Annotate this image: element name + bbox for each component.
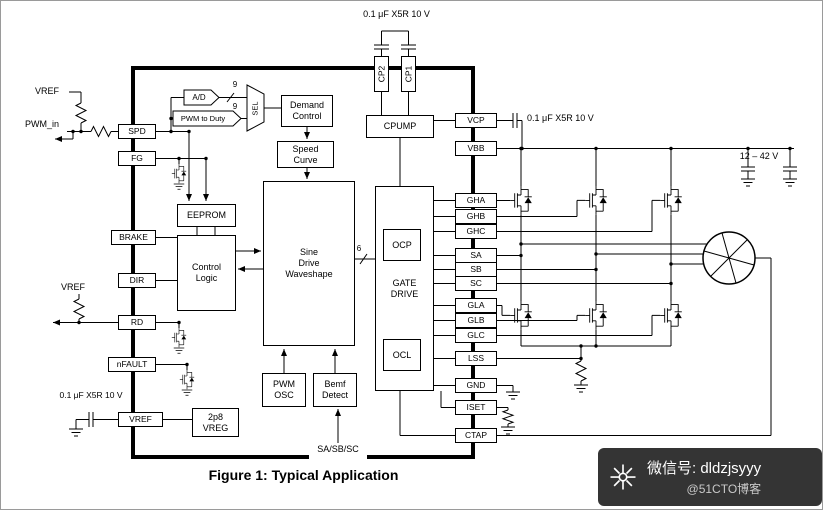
block-ocl: OCL (383, 339, 421, 371)
pin-spd: SPD (118, 124, 156, 139)
pin-gnd: GND (455, 378, 497, 393)
power-stage-wires (497, 113, 797, 436)
motor-symbol (702, 231, 756, 285)
watermark: 微信号: dldzjsyyy @51CTO博客 (598, 448, 822, 506)
nfault-output-fet (179, 369, 195, 390)
watermark-line1: 微信号: dldzjsyyy (647, 460, 762, 477)
top-cap-wires (374, 30, 416, 56)
block-vreg: 2p8 VREG (192, 408, 239, 437)
pin-sa: SA (455, 248, 497, 263)
pwm-to-duty-flag-shape (172, 110, 242, 127)
block-pwm-osc: PWM OSC (262, 373, 306, 407)
mosfet-low-c (659, 300, 683, 331)
pin-lss: LSS (455, 351, 497, 366)
watermark-text: 微信号: dldzjsyyy @51CTO博客 (647, 457, 761, 497)
block-demand-control: Demand Control (281, 95, 333, 127)
ground-symbol (68, 428, 84, 437)
pin-nfault: nFAULT (108, 357, 156, 372)
mosfet-high-c (659, 185, 683, 216)
pin-glc: GLC (455, 328, 497, 343)
pin-vcp: VCP (455, 113, 497, 128)
pin-gha: GHA (455, 193, 497, 208)
block-sine-drive-waveshape: Sine Drive Waveshape (263, 181, 355, 346)
resistor-vref-mid (72, 298, 86, 320)
pin-gla: GLA (455, 298, 497, 313)
pin-cp2: CP2 (374, 56, 389, 92)
mosfet-high-a (509, 185, 533, 216)
block-sel: SEL (244, 93, 266, 123)
label-sasbsc: SA/SB/SC (309, 444, 367, 459)
ground-symbol (740, 178, 756, 187)
label-bus-6: 6 (356, 244, 362, 253)
pin-vref: VREF (118, 412, 163, 427)
label-pwm-in: PWM_in (25, 119, 60, 129)
pin-cp1: CP1 (401, 56, 416, 92)
pin-sb: SB (455, 262, 497, 277)
label-bus-9a: 9 (232, 80, 238, 89)
mosfet-high-b (584, 185, 608, 216)
block-pwm-to-duty: PWM to Duty (180, 114, 226, 123)
label-cap-vcp: 0.1 μF X5R 10 V (527, 113, 594, 123)
pin-vbb: VBB (455, 141, 497, 156)
ground-symbol (173, 347, 185, 354)
label-vref-mid: VREF (61, 282, 86, 292)
fg-output-fet (171, 163, 187, 184)
pin-rd: RD (118, 315, 156, 330)
ad-flag-shape (183, 89, 220, 106)
resistor-vref-top (74, 102, 88, 124)
pin-cp2-label: CP2 (376, 65, 387, 83)
block-ad: A/D (192, 93, 206, 102)
wire-layer (53, 30, 798, 443)
block-control-logic: Control Logic (177, 235, 236, 311)
label-vref-top: VREF (35, 86, 60, 96)
block-eeprom: EEPROM (177, 204, 236, 227)
block-ocp: OCP (383, 229, 421, 261)
resistor-iset (501, 409, 515, 425)
sel-mux-shape (246, 84, 265, 132)
ground-symbol (505, 391, 521, 400)
pin-glb: GLB (455, 313, 497, 328)
pin-fg: FG (118, 151, 156, 166)
resistor-pwm-in (90, 125, 112, 138)
mosfet-low-a (509, 300, 533, 331)
pin-sc: SC (455, 276, 497, 291)
snowflake-icon (610, 464, 636, 490)
ground-symbol (500, 426, 516, 435)
block-cpump: CPUMP (366, 115, 434, 138)
left-external-wires (67, 91, 118, 429)
label-cap-top: 0.1 μF X5R 10 V (363, 9, 430, 19)
watermark-line2: @51CTO博客 (686, 482, 762, 496)
figure-caption: Figure 1: Typical Application (208, 467, 399, 483)
label-cap-left: 0.1 μF X5R 10 V (59, 390, 123, 400)
junction-dots (71, 116, 792, 367)
ground-symbol (173, 183, 185, 190)
pin-dir: DIR (118, 273, 156, 288)
block-sel-label: SEL (250, 100, 260, 116)
label-bus-9b: 9 (232, 102, 238, 111)
pin-ghb: GHB (455, 209, 497, 224)
ground-symbol (181, 389, 193, 396)
ground-symbol (782, 178, 798, 187)
pin-iset: ISET (455, 400, 497, 415)
pin-cp1-label: CP1 (403, 65, 414, 83)
pin-ghc: GHC (455, 224, 497, 239)
block-speed-curve: Speed Curve (277, 141, 334, 168)
pin-ctap: CTAP (455, 428, 497, 443)
ground-symbol (573, 384, 589, 393)
resistor-lss-sense (574, 360, 588, 382)
label-supply-voltage: 12 – 42 V (739, 151, 779, 161)
rd-output-fet (171, 327, 187, 348)
mosfet-low-b (584, 300, 608, 331)
block-bemf-detect: Bemf Detect (313, 373, 357, 407)
pin-brake: BRAKE (111, 230, 156, 245)
